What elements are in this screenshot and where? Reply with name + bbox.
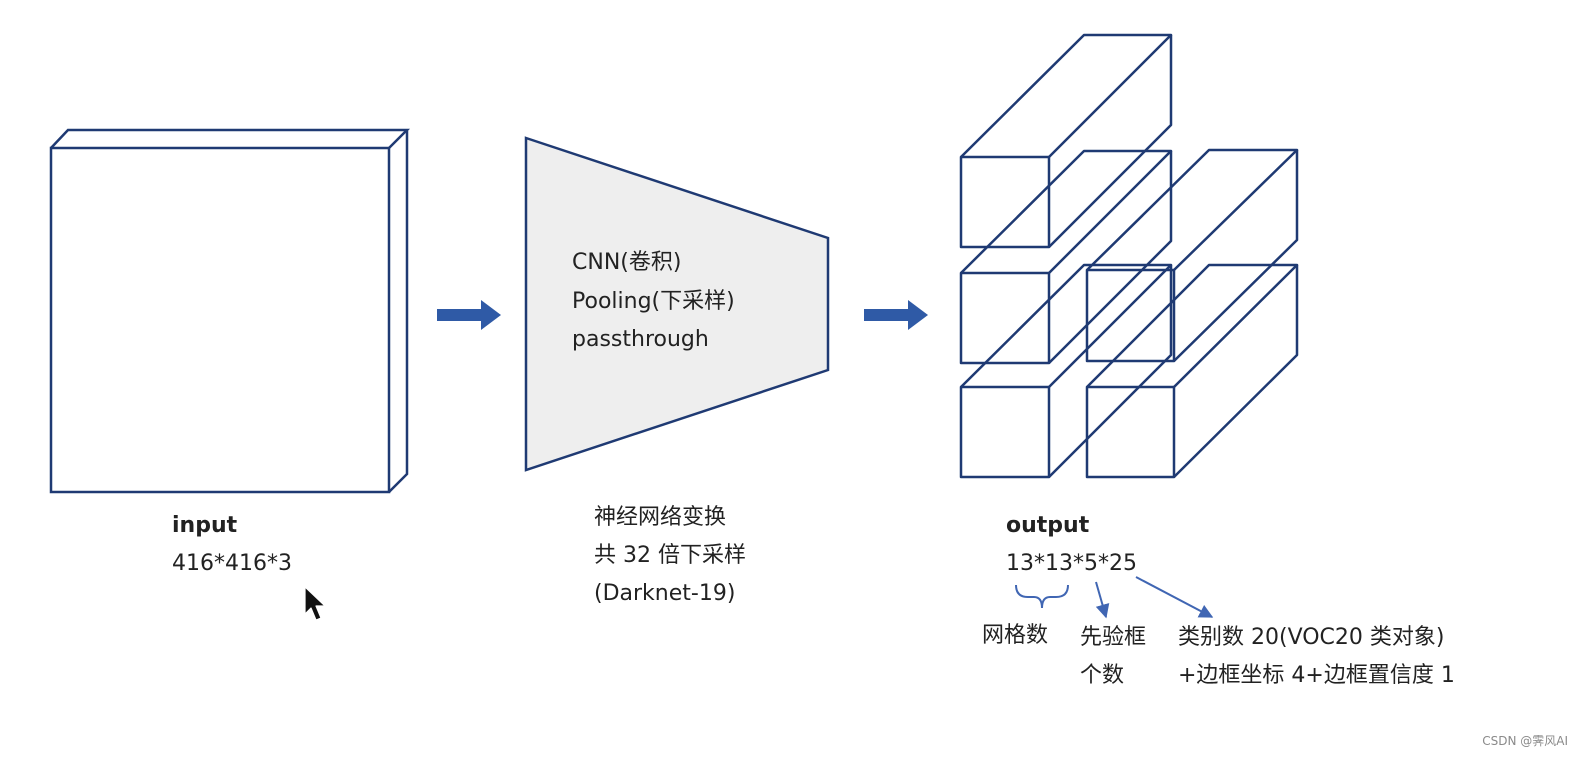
box-coord-confidence-label: +边框坐标 4+边框置信度 1 [1178, 663, 1455, 688]
input-title: input [172, 513, 238, 538]
input-block [49, 128, 411, 494]
arrow-network-to-output [864, 300, 928, 330]
network-line-pooling: Pooling(下采样) [572, 289, 735, 314]
class-count-label: 类别数 20(VOC20 类对象) [1178, 625, 1445, 650]
output-title: output [1006, 513, 1090, 538]
network-line-passthrough: passthrough [572, 327, 709, 352]
grid-count-label: 网格数 [982, 623, 1049, 648]
output-bar-bottom-left [959, 263, 1173, 479]
anchor-count-label-line1: 先验框 [1080, 625, 1147, 650]
output-tensor [959, 33, 1299, 479]
output-bar-bottom-right [1085, 263, 1299, 479]
csdn-watermark: CSDN @霁风AI [1482, 734, 1568, 748]
network-line-cnn: CNN(卷积) [572, 250, 682, 275]
mouse-cursor-icon [304, 586, 326, 621]
input-dims: 416*416*3 [172, 551, 292, 576]
arrow-input-to-network [437, 300, 501, 330]
output-dims: 13*13*5*25 [1006, 551, 1137, 576]
class-box-arrow [1135, 576, 1214, 618]
output-bar-top-left [959, 33, 1173, 249]
grid-brace [1015, 584, 1069, 609]
anchor-count-label-line2: 个数 [1080, 663, 1125, 688]
network-caption-downsample: 共 32 倍下采样 [594, 543, 746, 568]
output-bar-mid-right [1085, 148, 1299, 363]
anchor-count-arrow [1095, 581, 1110, 619]
network-funnel [524, 136, 830, 472]
network-caption-backbone: (Darknet-19) [594, 581, 736, 606]
network-caption-transform: 神经网络变换 [594, 505, 727, 530]
output-bar-mid-left [959, 149, 1173, 365]
